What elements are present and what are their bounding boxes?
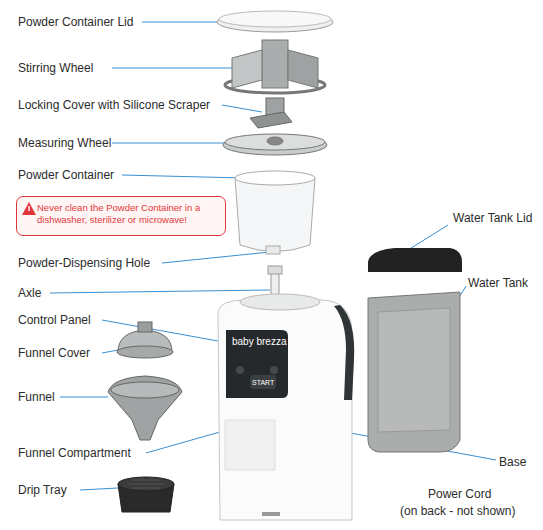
warning-icon	[22, 202, 36, 215]
funnel-cover	[117, 322, 173, 358]
part-label: Drip Tray	[18, 483, 67, 497]
part-label: Funnel	[18, 390, 55, 404]
part-label: Control Panel	[18, 313, 91, 327]
part-label: Water Tank	[468, 276, 528, 290]
brand-logo: baby brezza	[232, 336, 286, 348]
part-label: Water Tank Lid	[453, 211, 532, 225]
part-label: Powder Container Lid	[18, 15, 133, 29]
part-label: Base	[499, 455, 526, 469]
part-label: Funnel Compartment	[18, 446, 131, 460]
stirring-wheel	[225, 40, 325, 93]
part-label: Powder-Dispensing Hole	[18, 256, 150, 270]
part-label: Stirring Wheel	[18, 61, 93, 75]
warning-triangle	[22, 202, 36, 215]
warning-text: Never clean the Powder Container in a di…	[37, 202, 219, 226]
note-label: Power Cord	[428, 487, 491, 501]
measuring-wheel	[223, 134, 327, 155]
part-label: Powder Container	[18, 168, 114, 182]
part-label: Funnel Cover	[18, 346, 90, 360]
water-tank	[368, 292, 460, 452]
powder-lid	[217, 11, 333, 32]
part-label: Measuring Wheel	[18, 136, 111, 150]
base-unit	[218, 294, 354, 520]
drip-tray	[118, 477, 174, 512]
note-label: (on back - not shown)	[400, 504, 515, 518]
part-label: Axle	[18, 286, 41, 300]
locking-cover	[250, 98, 292, 128]
button-label: START	[252, 378, 274, 387]
water-tank-lid	[368, 248, 462, 272]
warning-box: Never clean the Powder Container in a di…	[16, 196, 226, 236]
funnel	[108, 376, 182, 440]
part-label: Locking Cover with Silicone Scraper	[18, 98, 210, 112]
warning-mark	[28, 206, 29, 211]
powder-container	[235, 171, 315, 254]
